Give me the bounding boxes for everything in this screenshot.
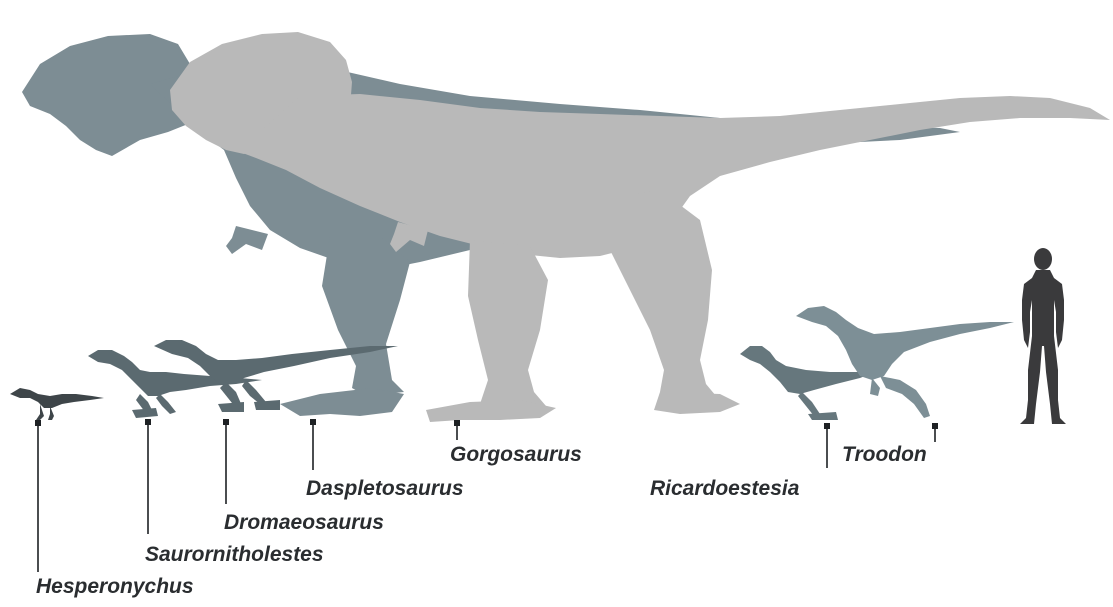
label-daspletosaurus: Daspletosaurus [306,478,464,499]
human-silhouette-icon [1020,248,1066,424]
label-ricardoestesia: Ricardoestesia [650,478,799,499]
label-dromaeosaurus: Dromaeosaurus [224,512,384,533]
label-gorgosaurus: Gorgosaurus [450,444,582,465]
troodon-silhouette-icon [796,306,1014,418]
label-hesperonychus: Hesperonychus [36,576,194,597]
label-troodon: Troodon [842,444,927,465]
hesperonychus-silhouette-icon [10,388,104,420]
label-saurornitholestes: Saurornitholestes [145,544,324,565]
